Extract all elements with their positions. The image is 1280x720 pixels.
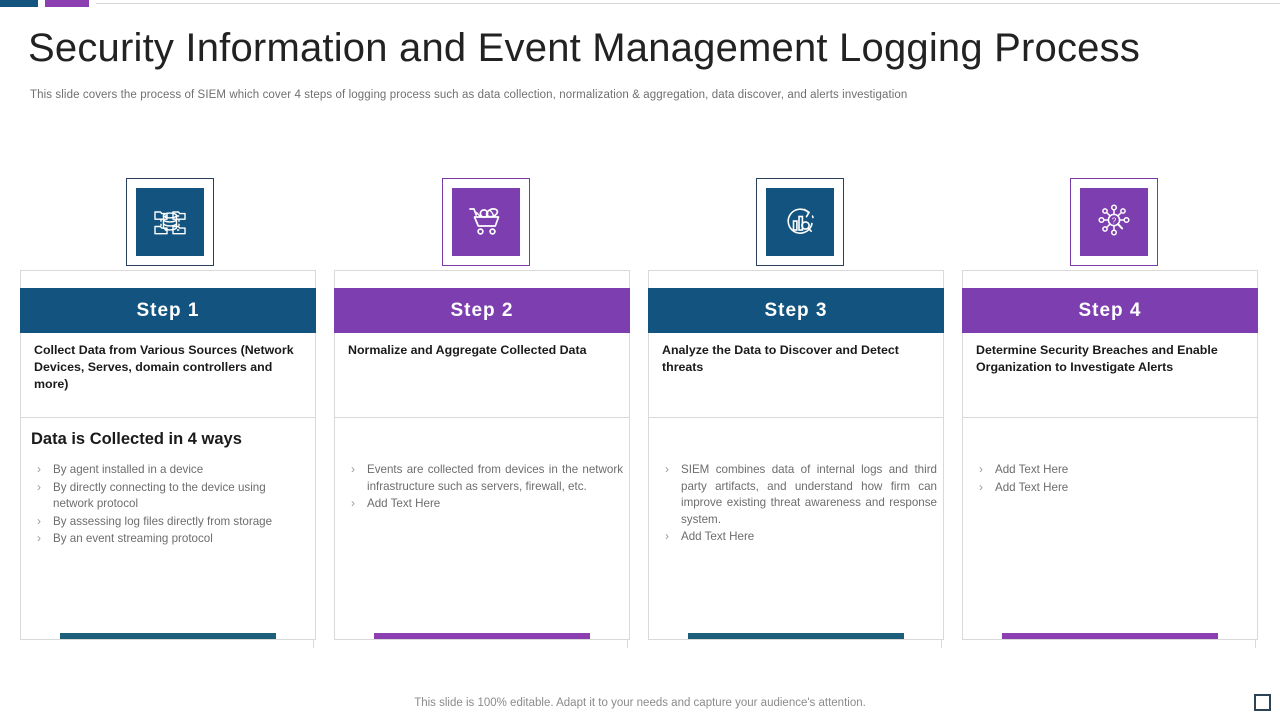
step-3-accent-bar xyxy=(688,633,904,639)
page-subtitle: This slide covers the process of SIEM wh… xyxy=(30,89,908,101)
list-item: By agent installed in a device xyxy=(31,461,309,479)
step-4-label: Step 4 xyxy=(1078,299,1142,321)
list-item: Add Text Here xyxy=(659,528,937,546)
corner-square-marker xyxy=(1254,694,1271,711)
step-2-bullet-list: Events are collected from devices in the… xyxy=(345,461,623,514)
step-4-header: Step 4 xyxy=(962,288,1258,333)
step-1-accent-bar xyxy=(60,633,276,639)
footer-note: This slide is 100% editable. Adapt it to… xyxy=(414,697,866,709)
step-1-description: Collect Data from Various Sources (Netwo… xyxy=(34,343,294,391)
network-question-icon: ? xyxy=(1080,188,1148,256)
top-divider-rule xyxy=(96,3,1280,4)
database-collection-icon xyxy=(136,188,204,256)
shopping-cart-icon xyxy=(452,188,520,256)
step-3-label: Step 3 xyxy=(764,299,828,321)
step-3-bullet-list: SIEM combines data of internal logs and … xyxy=(659,461,937,547)
step-2-label: Step 2 xyxy=(450,299,514,321)
step-2-header: Step 2 xyxy=(334,288,630,333)
step-4-body-frame xyxy=(962,418,1258,640)
step-2-description: Normalize and Aggregate Collected Data xyxy=(348,343,587,357)
step-2-icon-frame xyxy=(442,178,530,266)
list-item: Events are collected from devices in the… xyxy=(345,461,623,495)
list-item: SIEM combines data of internal logs and … xyxy=(659,461,937,528)
list-item: By directly connecting to the device usi… xyxy=(31,479,309,513)
top-accent-bar-blue xyxy=(0,0,38,7)
top-accent-bars xyxy=(0,0,1280,7)
list-item: Add Text Here xyxy=(345,495,623,513)
step-4-bullet-list: Add Text Here Add Text Here xyxy=(973,461,1251,497)
step-1-icon-frame xyxy=(126,178,214,266)
step-1-label: Step 1 xyxy=(136,299,200,321)
step-4-icon-frame: ? xyxy=(1070,178,1158,266)
step-3-description: Analyze the Data to Discover and Detect … xyxy=(662,343,899,374)
step-1-body-heading: Data is Collected in 4 ways xyxy=(31,430,242,448)
step-3-header: Step 3 xyxy=(648,288,944,333)
step-2-body-frame xyxy=(334,418,630,640)
step-3-icon-frame xyxy=(756,178,844,266)
step-1-bullet-list: By agent installed in a device By direct… xyxy=(31,461,309,549)
list-item: By assessing log files directly from sto… xyxy=(31,513,309,531)
step-4-accent-bar xyxy=(1002,633,1218,639)
top-accent-bar-purple xyxy=(45,0,89,7)
step-1-header: Step 1 xyxy=(20,288,316,333)
chart-search-icon xyxy=(766,188,834,256)
list-item: By an event streaming protocol xyxy=(31,530,309,548)
step-2-accent-bar xyxy=(374,633,590,639)
page-title: Security Information and Event Managemen… xyxy=(28,26,1141,70)
svg-text:?: ? xyxy=(1112,217,1117,226)
list-item: Add Text Here xyxy=(973,461,1251,479)
step-4-description: Determine Security Breaches and Enable O… xyxy=(976,343,1218,374)
list-item: Add Text Here xyxy=(973,479,1251,497)
